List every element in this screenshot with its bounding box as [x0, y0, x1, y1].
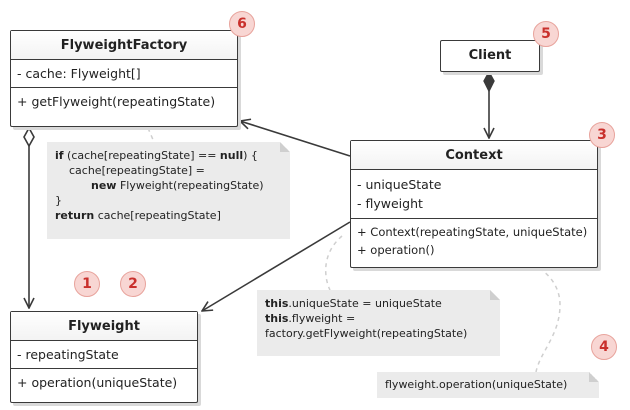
note-line-1: if (cache[repeatingState] == null) {: [55, 149, 258, 162]
note-connector-context: [324, 235, 343, 291]
context-code-note: this.uniqueState = uniqueState this.flyw…: [257, 290, 500, 356]
flyweight-factory-methods: + getFlyweight(repeatingState): [11, 87, 237, 115]
context-note-line-1: this.uniqueState = uniqueState: [265, 297, 442, 310]
aggregation-diamond-icon: [23, 126, 35, 148]
unique-state-field: - uniqueState: [357, 177, 442, 192]
context-fields: - uniqueState - flyweight: [351, 170, 597, 218]
flyweight-factory-class: FlyweightFactory - cache: Flyweight[] + …: [10, 30, 238, 127]
note-line-2: cache[repeatingState] =: [69, 164, 205, 177]
badge-5: 5: [533, 21, 559, 47]
badge-4: 4: [591, 334, 617, 360]
operation-note-text: flyweight.operation(uniqueState): [385, 378, 568, 391]
flyweight-class: Flyweight - repeatingState + operation(u…: [10, 311, 198, 403]
flyweight-fields: - repeatingState: [11, 341, 197, 368]
context-flyweight-line: [202, 221, 351, 311]
context-constructor-method: + Context(repeatingState, uniqueState): [357, 225, 588, 239]
operation-code-note: flyweight.operation(uniqueState): [377, 372, 599, 398]
note-line-5: return cache[repeatingState]: [55, 209, 221, 222]
context-title: Context: [351, 141, 597, 170]
cache-field: - cache: Flyweight[]: [17, 66, 141, 81]
factory-code-note: if (cache[repeatingState] == null) { cac…: [47, 142, 290, 239]
note-line-4: }: [55, 194, 62, 207]
context-operation-method: + operation(): [357, 243, 435, 257]
badge-1: 1: [74, 271, 100, 297]
flyweight-title: Flyweight: [11, 312, 197, 341]
flyweight-factory-title: FlyweightFactory: [11, 31, 237, 60]
badge-6: 6: [229, 11, 255, 37]
badge-3: 3: [589, 122, 615, 148]
badge-2: 2: [120, 271, 146, 297]
client-title: Client: [468, 48, 512, 63]
client-class: Client: [440, 40, 540, 72]
flyweight-operation-method: + operation(uniqueState): [17, 375, 178, 390]
composition-diamond-icon: [483, 70, 495, 93]
get-flyweight-method: + getFlyweight(repeatingState): [17, 94, 216, 109]
flyweight-factory-fields: - cache: Flyweight[]: [11, 60, 237, 87]
flyweight-field: - flyweight: [357, 196, 423, 211]
flyweight-methods: + operation(uniqueState): [11, 368, 197, 396]
context-methods: + Context(repeatingState, uniqueState) +…: [351, 218, 597, 263]
context-class: Context - uniqueState - flyweight + Cont…: [350, 140, 598, 268]
repeating-state-field: - repeatingState: [17, 347, 119, 362]
note-line-3: new Flyweight(repeatingState): [91, 179, 264, 192]
note-connector-factory: [147, 127, 155, 143]
context-note-line-3: factory.getFlyweight(repeatingState): [265, 327, 468, 340]
context-factory-line: [240, 121, 351, 157]
context-note-line-2: this.flyweight =: [265, 312, 356, 325]
